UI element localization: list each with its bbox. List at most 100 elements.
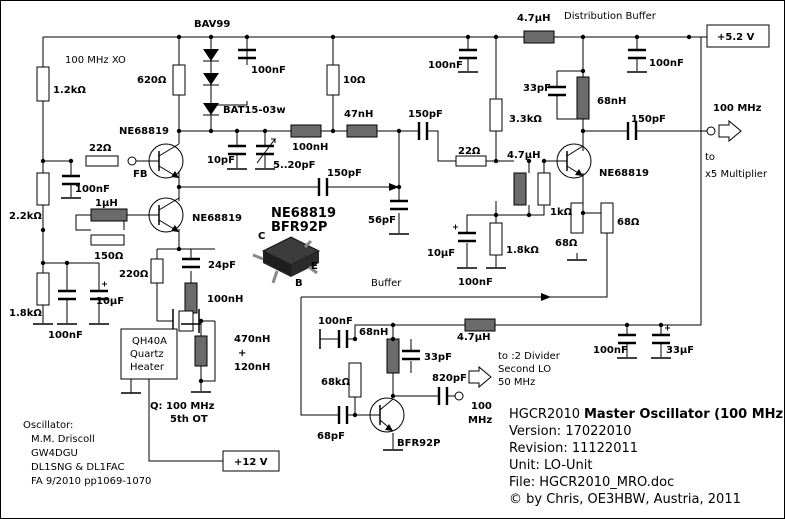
capacitor-820pF (437, 387, 449, 405)
resistor-620 (172, 64, 186, 96)
resistor-220 (150, 258, 164, 284)
label-c-100nF-e: 100nF (458, 277, 493, 288)
label-r-1k8-b: 1.8kΩ (9, 308, 42, 319)
transistor-q3 (369, 397, 405, 433)
capacitor-100nF-e (58, 289, 76, 301)
label-r-150: 150Ω (94, 251, 124, 262)
ferrite-bead (127, 156, 137, 166)
inductor-4u7-b (513, 172, 527, 206)
capacitor-10pF (228, 144, 246, 156)
label-l-470nH: 470nH (234, 334, 270, 345)
label-l-68nH-b: 68nH (359, 327, 388, 338)
label-osc-1: Oscillator: (23, 420, 73, 431)
label-l-1uH: 1µH (95, 198, 118, 209)
label-c-10pF: 10pF (207, 155, 235, 166)
label-heater-3: Heater (130, 362, 165, 373)
title-copyright: © by Chris, OE3HBW, Austria, 2011 (509, 492, 741, 507)
label-bat: BAT15-03w (223, 105, 286, 116)
capacitor-100nF-h (618, 333, 636, 345)
label-c-33uF: 33µF (666, 345, 694, 356)
inductor-1uH (90, 208, 128, 222)
label-pin-e: E (311, 261, 318, 272)
sot343-package-image (252, 236, 321, 284)
supply-12v-box (222, 450, 280, 472)
label-r-1k: 1kΩ (550, 207, 573, 218)
label-r-22-a: 22Ω (89, 143, 112, 154)
resistor-68-a (600, 202, 614, 234)
capacitor-33pF-b (402, 349, 420, 361)
wires (42, 36, 707, 462)
resistor-1k (537, 172, 551, 206)
inductor-100nH-a (290, 124, 322, 138)
label-c-10uF-b: 10µF (96, 296, 124, 307)
resistor-22-b (455, 155, 487, 167)
resistor-1k2 (36, 66, 50, 102)
label-q1: NE68819 (119, 126, 169, 137)
label-out-b2: MHz (468, 415, 492, 426)
capacitors (58, 48, 670, 424)
label-osc-2: M.M. Driscoll (31, 434, 95, 445)
label-pkg-a: NE68819 (271, 206, 336, 221)
label-heater-supply: +12 V (234, 457, 268, 468)
label-div-3: 50 MHz (498, 377, 535, 388)
resistor-10 (326, 64, 340, 96)
label-c-33pF-b: 33pF (424, 352, 452, 363)
label-l-4u7-c: 4.7µH (457, 332, 490, 343)
label-c-100nF-c: 100nF (649, 58, 684, 69)
label-r-620: 620Ω (137, 75, 167, 86)
inductor-100nH-b (184, 282, 198, 314)
label-l-4u7-b: 4.7µH (507, 150, 540, 161)
trimmer-arrow (256, 138, 276, 164)
capacitor-100nF-a (238, 48, 256, 60)
label-xo: 100 MHz XO (65, 55, 126, 66)
output-divider-port (454, 365, 492, 401)
inductor-4u7-top (523, 30, 555, 44)
inductors (90, 30, 590, 374)
label-plus: + (238, 348, 246, 359)
label-supply: +5.2 V (717, 32, 755, 43)
label-c-100nF-f: 100nF (48, 330, 83, 341)
label-l-4u7-top: 4.7µH (517, 13, 550, 24)
label-bav99: BAV99 (194, 19, 230, 30)
inductor-68nH-b (386, 338, 400, 374)
label-r-220: 220Ω (119, 269, 149, 280)
label-div-1: to :2 Divider (498, 351, 561, 362)
capacitor-100nF-d (62, 174, 80, 186)
label-r-68k: 68kΩ (321, 377, 351, 388)
transistor-q1 (145, 143, 184, 179)
label-osc-4: DL1SNG & DL1FAC (31, 462, 124, 473)
title-block: HGCR2010 Master Oscillator (100 MHz) Ver… (509, 407, 784, 507)
inductor-470nH (194, 335, 208, 367)
label-fb: FB (133, 169, 147, 180)
label-l-100nH-b: 100nH (207, 294, 243, 305)
quartz-crystal (157, 309, 215, 333)
capacitor-33uF (652, 333, 670, 345)
label-c-100nF-g: 100nF (318, 316, 353, 327)
resistor-150 (90, 234, 125, 246)
label-c-100nF-h: 100nF (593, 345, 628, 356)
title-version: Version: 17022010 (509, 424, 631, 439)
resistor-3k3 (489, 98, 503, 132)
component-labels: BAV99 100 MHz XO 4.7µH Distribution Buff… (9, 11, 768, 487)
label-r-68-a: 68Ω (617, 217, 640, 228)
transistor-q2 (145, 197, 184, 233)
capacitor-100nF-b (459, 48, 477, 60)
resistor-68k (348, 362, 362, 398)
resistor-1k8-b (489, 222, 503, 256)
label-div-2: Second LO (498, 364, 551, 375)
buffer-arrow (541, 293, 551, 301)
feedback-arrow (389, 183, 399, 191)
label-r-68-b: 68Ω (555, 238, 578, 249)
resistor-2k2 (36, 172, 50, 206)
label-q-ot: 5th OT (170, 414, 208, 425)
label-c-56pF: 56pF (368, 215, 396, 226)
label-r-10: 10Ω (343, 75, 366, 86)
label-c-150pF-c: 150pF (327, 168, 362, 179)
label-out-b1: 100 (471, 401, 492, 412)
label-c-24pF: 24pF (208, 260, 236, 271)
label-c-100nF-b: 100nF (428, 60, 463, 71)
resistor-68-b (570, 202, 584, 234)
resistor-1k8-a (36, 272, 50, 306)
label-c-100nF-d: 100nF (75, 184, 110, 195)
